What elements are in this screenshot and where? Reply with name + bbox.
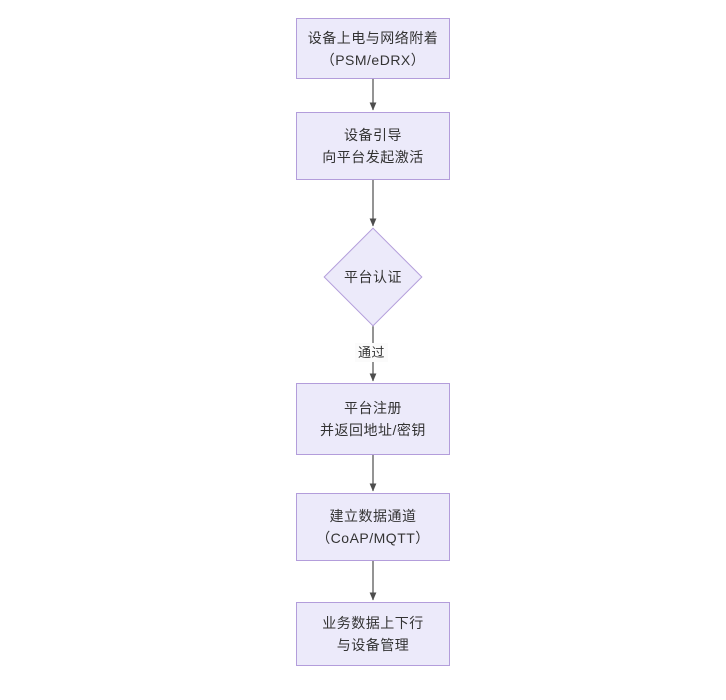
node-business-data[interactable]: 业务数据上下行 与设备管理 xyxy=(296,602,450,666)
node-platform-auth-decision[interactable]: 平台认证 xyxy=(322,227,424,326)
node-bootstrap-line1: 设备引导 xyxy=(344,127,402,143)
edge-label-pass: 通过 xyxy=(355,343,389,362)
node-platform-register-line2: 并返回地址/密钥 xyxy=(320,422,426,438)
node-platform-register[interactable]: 平台注册 并返回地址/密钥 xyxy=(296,383,450,455)
node-business-data-line1: 业务数据上下行 xyxy=(322,615,424,631)
node-platform-auth-label: 平台认证 xyxy=(344,268,402,285)
node-data-channel-line2: （CoAP/MQTT） xyxy=(316,530,430,546)
node-power-on-line2: （PSM/eDRX） xyxy=(320,51,426,68)
node-platform-register-line1: 平台注册 xyxy=(344,400,402,416)
node-power-on-line1: 设备上电与网络附着 xyxy=(307,29,439,46)
node-business-data-line2: 与设备管理 xyxy=(336,637,410,653)
node-data-channel[interactable]: 建立数据通道 （CoAP/MQTT） xyxy=(296,493,450,561)
node-bootstrap[interactable]: 设备引导 向平台发起激活 xyxy=(296,112,450,180)
node-data-channel-line1: 建立数据通道 xyxy=(329,508,417,524)
node-power-on[interactable]: 设备上电与网络附着 （PSM/eDRX） xyxy=(296,18,450,79)
node-bootstrap-line2: 向平台发起激活 xyxy=(322,149,424,165)
